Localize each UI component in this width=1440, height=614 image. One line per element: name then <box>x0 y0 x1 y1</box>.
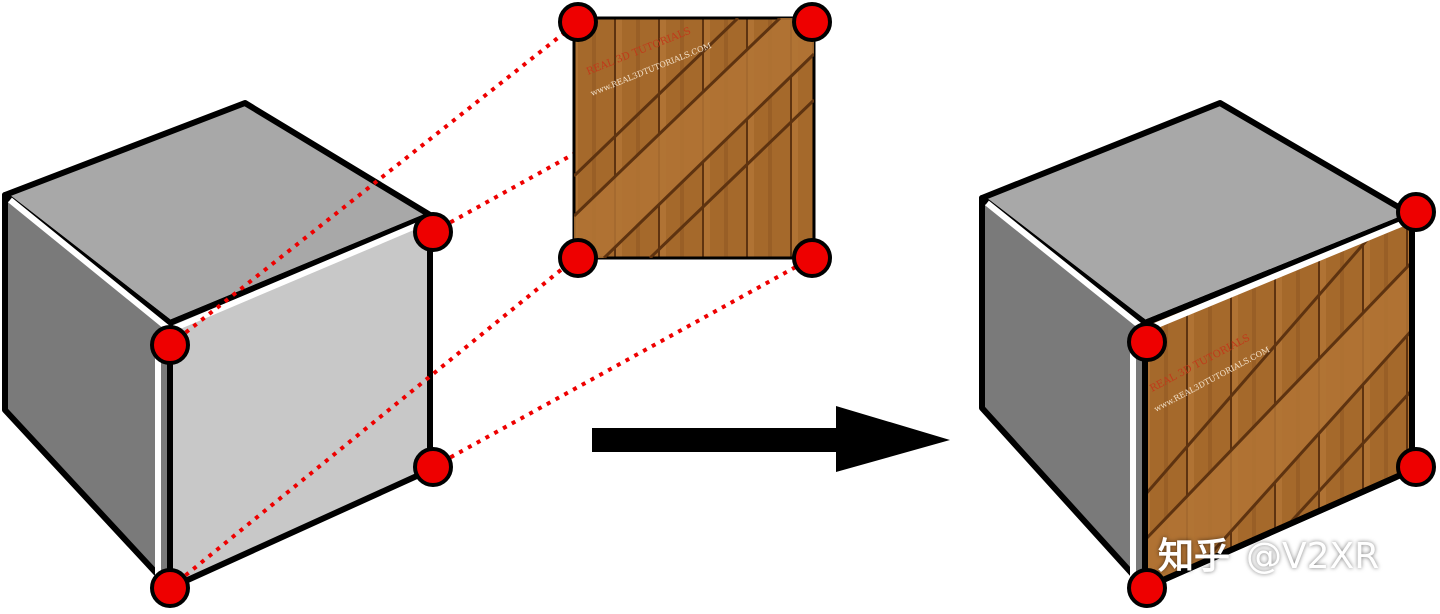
vertex-dot-icon <box>413 212 453 252</box>
vertex-dot-icon <box>413 447 453 487</box>
vertex-dot-icon <box>150 325 190 365</box>
vertex-dot-icon <box>1396 447 1436 487</box>
wood-texture: REAL 3D TUTORIALS www.REAL3DTUTORIALS.CO… <box>572 16 816 260</box>
vertex-dot-icon <box>792 238 832 278</box>
vertex-markers <box>150 2 1436 608</box>
right-arrow-icon <box>592 406 950 472</box>
vertex-dot-icon <box>1396 192 1436 232</box>
watermark: 知乎 @V2XR <box>1158 527 1379 579</box>
vertex-dot-icon <box>558 2 598 42</box>
vertex-dot-icon <box>1127 322 1167 362</box>
left-cube <box>2 100 433 591</box>
right-cube: REAL 3D TUTORIALS www.REAL3DTUTORIALS.CO… <box>979 100 1415 591</box>
vertex-dot-icon <box>792 2 832 42</box>
vertex-dot-icon <box>558 238 598 278</box>
watermark-chinese: 知乎 <box>1158 536 1231 577</box>
vertex-dot-icon <box>150 568 190 608</box>
watermark-handle: @V2XR <box>1246 536 1380 577</box>
vertex-dot-icon <box>1127 568 1167 608</box>
